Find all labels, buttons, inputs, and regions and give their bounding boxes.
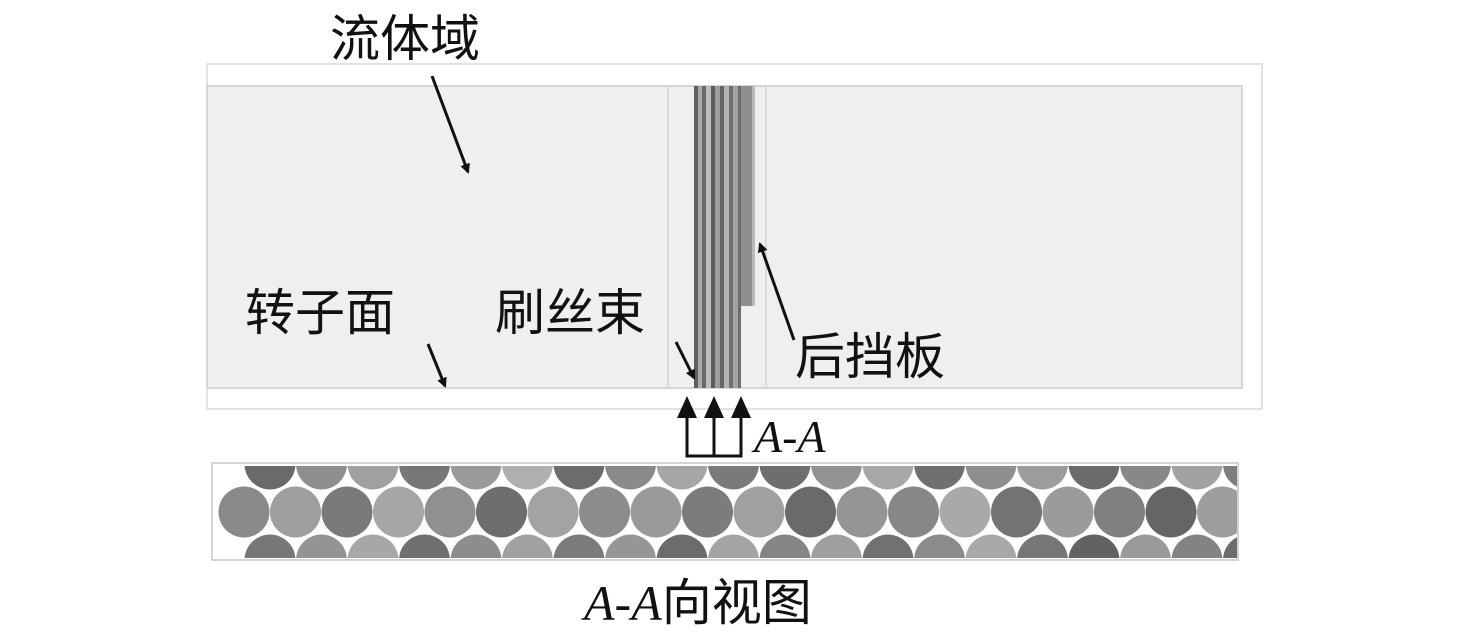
bristle-cross-section	[502, 466, 553, 490]
bristle-cross-section	[1120, 466, 1171, 490]
bristle-cross-section	[862, 534, 914, 558]
bristle-cross-section	[991, 486, 1042, 538]
bristle-cross-section	[1171, 534, 1223, 558]
back-plate-label: 后挡板	[795, 328, 945, 386]
bristle-cross-section	[347, 534, 399, 558]
bristle-cross-section	[836, 486, 888, 538]
bristle-strand	[720, 86, 724, 388]
bristle-cross-section	[296, 534, 347, 558]
bristle-cross-section	[527, 486, 579, 538]
section-mark-label: A-A	[754, 411, 826, 462]
bristle-cross-section	[1120, 534, 1171, 558]
bristle-cross-section	[682, 486, 733, 538]
section-arrowhead-right	[731, 396, 751, 418]
bristle-cross-section	[708, 534, 759, 558]
section-view-caption: A-A向视图	[584, 578, 812, 628]
bristle-cross-section	[708, 466, 759, 490]
back-plate-edge	[752, 86, 755, 306]
bristle-cross-section	[1223, 466, 1237, 487]
section-arrowhead-left	[677, 396, 697, 418]
section-view-bristles	[218, 466, 1237, 558]
section-arrows	[685, 412, 743, 458]
bristle-cross-section	[914, 534, 965, 558]
bristle-strand	[738, 86, 741, 388]
bristle-cross-section	[965, 534, 1017, 558]
fluid-domain-label: 流体域	[330, 10, 480, 68]
bristle-cross-section	[321, 486, 373, 538]
bristle-cross-section	[373, 486, 424, 538]
bristle-cross-section	[399, 534, 450, 558]
bristle-cross-section	[1197, 486, 1237, 538]
bristle-pack-label: 刷丝束	[495, 284, 645, 342]
bristle-cross-section	[218, 486, 270, 538]
bristle-cross-section	[888, 486, 939, 538]
bristle-cross-section	[811, 466, 862, 490]
bristle-cross-section	[347, 466, 399, 490]
bristle-strand	[733, 86, 738, 388]
bristle-cross-section	[811, 534, 862, 558]
bristle-cross-section	[1068, 534, 1120, 558]
bristle-strand	[724, 86, 729, 388]
bristle-pack-pointer-arrow	[674, 341, 696, 380]
rotor-surface-pointer-arrow	[426, 343, 447, 388]
bristle-cross-section	[1068, 466, 1120, 490]
fluid-domain-pointer-arrow	[430, 75, 470, 174]
rotor-surface-label: 转子面	[245, 284, 395, 342]
section-view-caption-text: 向视图	[661, 574, 812, 632]
bristle-cross-section	[450, 466, 502, 490]
bristle-cross-section	[656, 466, 708, 490]
back-plate	[741, 86, 754, 306]
bristle-cross-section	[914, 466, 965, 490]
bristle-cross-section	[296, 466, 347, 490]
bristle-strand	[715, 86, 720, 388]
bristle-cross-section	[502, 534, 553, 558]
bristle-cross-section	[553, 466, 605, 490]
bristle-cross-section	[553, 534, 605, 558]
bristle-cross-section	[450, 534, 502, 558]
bristle-cross-section	[1042, 486, 1094, 538]
bristle-cross-section	[244, 466, 296, 490]
section-arrowhead-middle	[704, 396, 724, 418]
bristle-pack	[694, 86, 741, 388]
bristle-cross-section	[399, 466, 450, 490]
bristle-cross-section	[1017, 534, 1068, 558]
back-plate-pointer-arrow	[757, 242, 796, 341]
bristle-cross-section	[1145, 486, 1197, 538]
bristle-cross-section	[939, 486, 991, 538]
bristle-cross-section	[1171, 466, 1223, 490]
bristle-cross-section	[579, 486, 630, 538]
bristle-cross-section	[733, 486, 785, 538]
bristle-cross-section	[605, 466, 656, 490]
bristle-cross-section	[759, 466, 811, 490]
bristle-strand	[694, 86, 698, 388]
bristle-strand	[729, 86, 733, 388]
bristle-cross-section	[965, 466, 1017, 490]
bristle-cross-section	[476, 486, 527, 538]
bristle-strand	[698, 86, 702, 388]
bristle-strand	[702, 86, 706, 388]
bristle-strand	[706, 86, 711, 388]
bristle-cross-section	[759, 534, 811, 558]
bristle-cross-section	[1017, 466, 1068, 490]
bristle-cross-section	[656, 534, 708, 558]
bristle-strand	[711, 86, 715, 388]
bristle-cross-section	[605, 534, 656, 558]
bristle-cross-section	[862, 466, 914, 490]
bristle-cross-section	[785, 486, 836, 538]
section-view-caption-letters: A-A	[584, 575, 662, 631]
bristle-cross-section	[270, 486, 321, 538]
section-arrowheads	[677, 396, 751, 418]
bristle-cross-section	[244, 534, 296, 558]
bristle-cross-section	[1223, 537, 1237, 558]
bristle-cross-section	[424, 486, 476, 538]
bristle-cross-section	[1094, 486, 1145, 538]
bristle-cross-section	[630, 486, 682, 538]
